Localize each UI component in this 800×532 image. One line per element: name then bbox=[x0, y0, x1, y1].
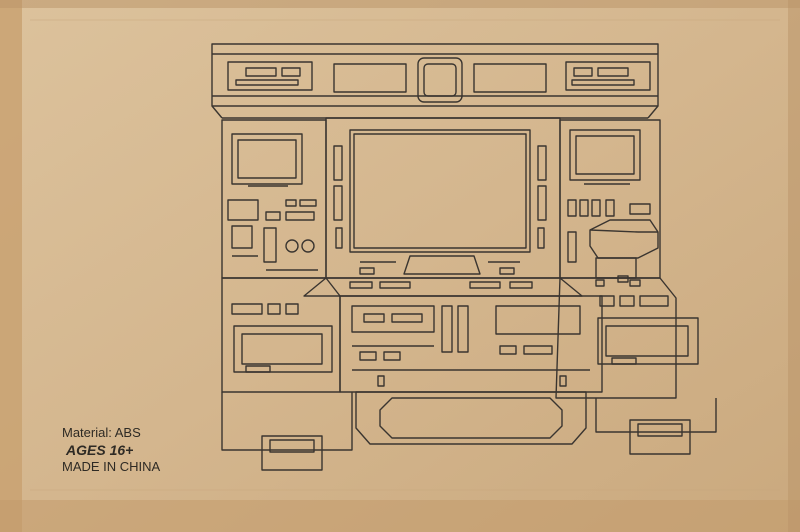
console-drawing bbox=[211, 43, 717, 471]
right-edge-shadow bbox=[788, 0, 800, 532]
canopy bbox=[211, 43, 659, 107]
left-foot bbox=[261, 435, 323, 471]
right-pedestal bbox=[555, 277, 677, 399]
canopy-panel-left bbox=[227, 61, 313, 91]
top-edge-shadow bbox=[0, 0, 800, 8]
right-foot bbox=[629, 419, 691, 455]
left-drawer bbox=[233, 325, 333, 373]
corrugation-lines bbox=[30, 19, 780, 491]
canopy-panel-right bbox=[565, 61, 651, 91]
control-block bbox=[589, 219, 659, 259]
left-pedestal bbox=[221, 277, 341, 393]
age-rating-label: AGES 16+ bbox=[66, 442, 134, 458]
left-edge-tape bbox=[0, 0, 22, 532]
canopy-emblem bbox=[417, 57, 463, 103]
material-label: Material: ABS bbox=[62, 425, 141, 440]
canopy-panel-mid-right bbox=[473, 63, 547, 93]
main-screen bbox=[349, 129, 531, 253]
canopy-panel-mid-left bbox=[333, 63, 407, 93]
origin-label: MADE IN CHINA bbox=[62, 459, 161, 474]
lower-bay bbox=[355, 391, 587, 445]
right-drawer bbox=[597, 317, 699, 365]
bottom-edge-tape bbox=[0, 500, 800, 532]
